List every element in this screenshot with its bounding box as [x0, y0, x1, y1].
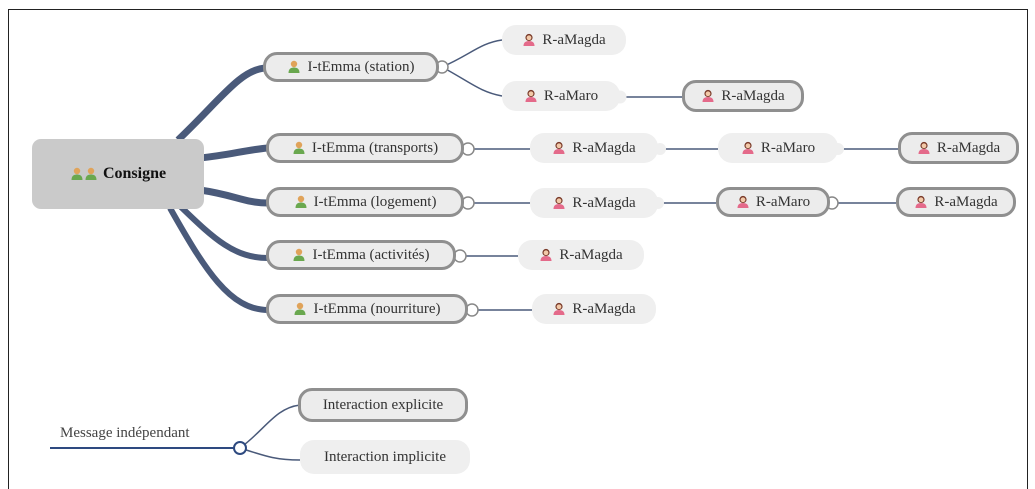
node-maro[interactable]: R-aMaro — [502, 81, 620, 111]
root-link-activites — [177, 203, 269, 261]
user-pink-icon — [552, 196, 566, 210]
node-label: I-tEmma (activités) — [312, 246, 430, 263]
root-link-transports — [199, 144, 269, 162]
user-pink-icon — [552, 302, 566, 316]
node-magda[interactable]: R-aMagda — [898, 132, 1019, 164]
node-magda[interactable]: R-aMagda — [530, 188, 658, 218]
user-green-icon — [292, 248, 306, 262]
node-label: R-aMagda — [572, 194, 636, 211]
root-link-logement — [199, 186, 269, 207]
user-green-icon — [293, 302, 307, 316]
node-maro[interactable]: R-aMaro — [718, 133, 838, 163]
legend-collapse-circle — [233, 441, 247, 455]
node-label: R-aMaro — [543, 87, 599, 104]
diagram-frame — [8, 9, 1028, 489]
two-users-icon — [70, 167, 100, 181]
user-pink-icon — [741, 141, 755, 155]
link-station-maro — [441, 66, 503, 97]
node-emma-station[interactable]: I-tEmma (station) — [263, 52, 439, 82]
legend-implicit-interaction: Interaction implicite — [300, 440, 470, 474]
user-green-icon — [292, 141, 306, 155]
node-label: R-aMaro — [760, 139, 816, 156]
link-station-magda — [441, 39, 503, 68]
node-label: R-aMagda — [934, 193, 998, 210]
root-node-consigne[interactable]: Consigne — [32, 139, 204, 209]
root-link-nourriture — [167, 206, 269, 313]
user-green-icon — [287, 60, 301, 74]
node-label: R-aMagda — [936, 139, 1001, 156]
node-magda[interactable]: R-aMagda — [518, 240, 644, 270]
node-magda[interactable]: R-aMagda — [532, 294, 656, 324]
node-label: I-tEmma (logement) — [313, 193, 437, 210]
root-label: Consigne — [102, 165, 167, 182]
node-label: R-aMagda — [721, 87, 785, 104]
user-pink-icon — [917, 141, 931, 155]
node-label: R-aMagda — [559, 246, 623, 263]
node-emma-transports[interactable]: I-tEmma (transports) — [266, 133, 464, 163]
user-pink-icon — [552, 141, 566, 155]
node-label: R-aMaro — [755, 193, 811, 210]
node-magda[interactable]: R-aMagda — [682, 80, 804, 112]
root-link-station — [175, 64, 266, 143]
node-magda[interactable]: R-aMagda — [502, 25, 626, 55]
node-label: R-aMagda — [572, 300, 636, 317]
node-label: R-aMagda — [572, 139, 636, 156]
legend-label: Interaction explicite — [322, 396, 444, 413]
node-emma-logement[interactable]: I-tEmma (logement) — [266, 187, 464, 217]
node-label: I-tEmma (transports) — [311, 139, 439, 156]
legend-independent-message: Message indépendant — [60, 425, 190, 441]
user-pink-icon — [524, 89, 538, 103]
user-green-icon — [294, 195, 308, 209]
node-emma-nourriture[interactable]: I-tEmma (nourriture) — [266, 294, 468, 324]
node-emma-activites[interactable]: I-tEmma (activités) — [266, 240, 456, 270]
user-pink-icon — [701, 89, 715, 103]
node-label: I-tEmma (station) — [307, 58, 415, 75]
node-maro[interactable]: R-aMaro — [716, 187, 830, 217]
node-magda[interactable]: R-aMagda — [896, 187, 1016, 217]
user-pink-icon — [736, 195, 750, 209]
user-pink-icon — [522, 33, 536, 47]
node-label: R-aMagda — [542, 31, 606, 48]
user-pink-icon — [539, 248, 553, 262]
legend-explicit-interaction: Interaction explicite — [298, 388, 468, 422]
node-magda[interactable]: R-aMagda — [530, 133, 658, 163]
user-pink-icon — [914, 195, 928, 209]
node-label: I-tEmma (nourriture) — [313, 300, 441, 317]
legend-label: Interaction implicite — [323, 448, 447, 465]
